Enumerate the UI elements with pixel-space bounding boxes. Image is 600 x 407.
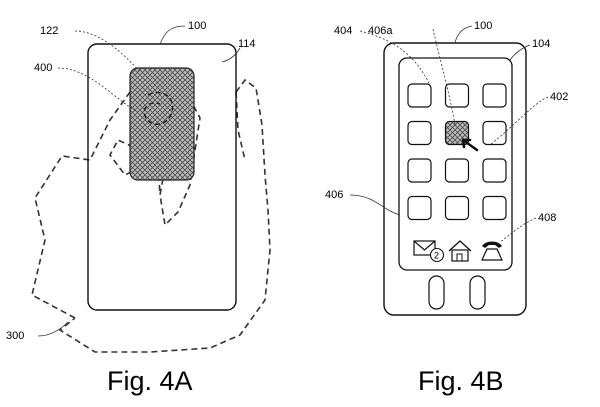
ref-label-406: 406 <box>325 189 343 201</box>
leader-100-a <box>159 25 186 45</box>
hardware-button-right[interactable] <box>469 275 486 310</box>
figure-caption-4a: Fig. 4A <box>107 366 193 396</box>
ref-label-100-b: 100 <box>474 20 492 32</box>
leader-104 <box>509 44 531 61</box>
leader-408 <box>499 217 537 243</box>
screen-b <box>398 57 513 271</box>
app-icon[interactable] <box>482 158 507 183</box>
app-icon[interactable] <box>444 158 470 183</box>
leader-300 <box>37 321 69 337</box>
leader-402 <box>489 96 549 146</box>
app-icon[interactable] <box>407 83 432 108</box>
app-icon[interactable] <box>407 120 432 146</box>
badge-count: 2 <box>434 251 439 261</box>
ref-label-400: 400 <box>34 62 52 74</box>
icon-grid <box>407 83 507 221</box>
app-icon[interactable] <box>482 195 507 221</box>
leader-406 <box>349 194 401 216</box>
cursor-arrow-icon <box>461 138 479 152</box>
dock: 2 <box>413 240 503 263</box>
ref-label-404: 404 <box>334 25 352 37</box>
ref-label-114: 114 <box>238 38 256 50</box>
leader-122 <box>74 30 141 73</box>
hardware-button-left[interactable] <box>428 275 445 310</box>
figure-caption-4b: Fig. 4B <box>418 366 504 396</box>
notification-badge: 2 <box>429 247 445 263</box>
app-icon[interactable] <box>444 195 470 221</box>
app-icon[interactable] <box>407 195 432 221</box>
contact-region <box>129 67 195 181</box>
app-icon[interactable] <box>407 158 432 183</box>
ref-label-122: 122 <box>40 25 58 37</box>
home-icon[interactable] <box>448 240 472 262</box>
envelope-icon[interactable] <box>413 240 436 256</box>
app-icon[interactable] <box>444 83 470 108</box>
leader-114 <box>221 47 241 63</box>
ref-label-408: 408 <box>538 212 556 224</box>
finger-outline <box>143 91 174 125</box>
leader-406a <box>432 28 456 126</box>
leader-100-b <box>454 25 473 44</box>
ref-label-100-a: 100 <box>188 20 206 32</box>
telephone-icon[interactable] <box>481 241 503 261</box>
ref-label-104: 104 <box>532 38 550 50</box>
ref-label-300: 300 <box>6 330 24 342</box>
ref-label-406a: 406a <box>368 25 393 37</box>
ref-label-402: 402 <box>550 91 568 103</box>
device-body <box>87 43 237 311</box>
leader-400 <box>57 67 139 113</box>
figure-4a: 122 100 114 400 300 Fig. 4A <box>6 20 271 396</box>
figure-4b: 2 404 406a 100 104 402 406 <box>325 20 568 396</box>
app-icon[interactable] <box>482 120 507 146</box>
app-icon[interactable] <box>482 83 507 108</box>
